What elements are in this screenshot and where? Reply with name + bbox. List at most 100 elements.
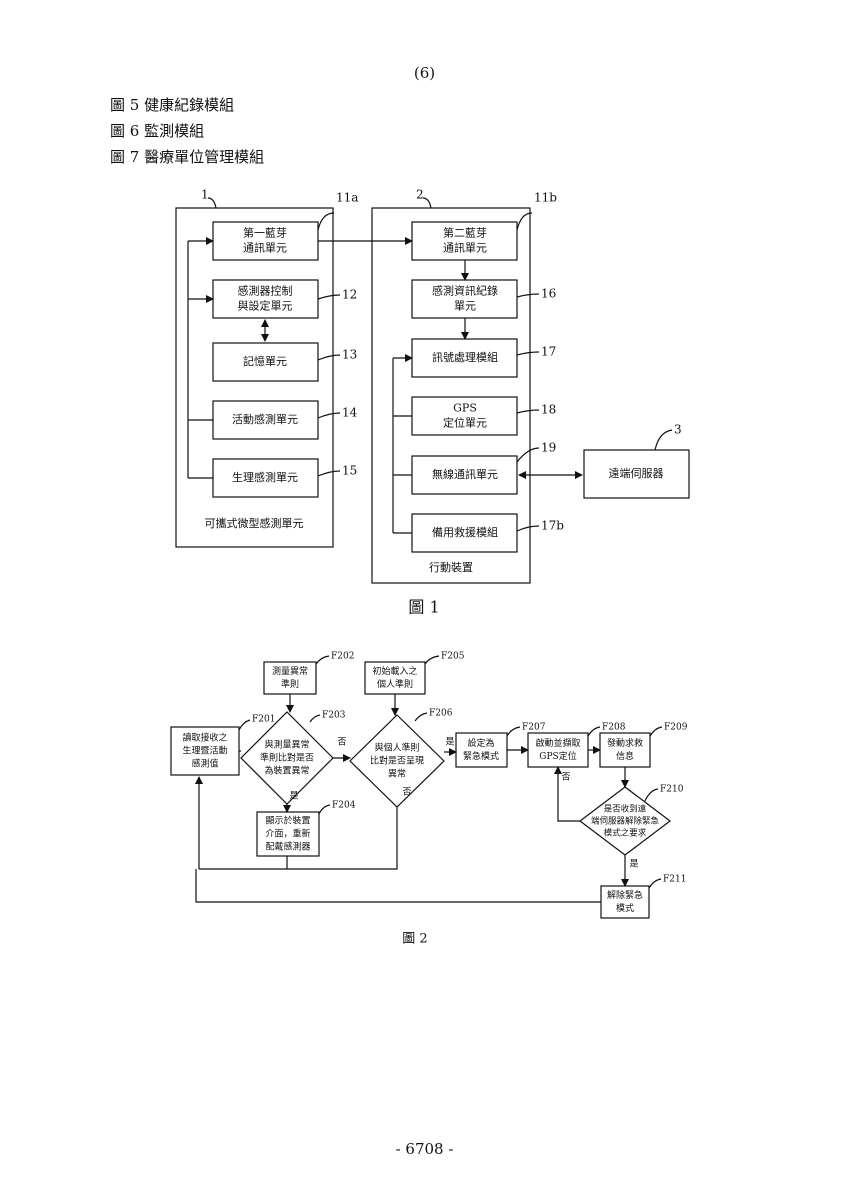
step-label-F207: 緊急模式	[463, 750, 499, 762]
unit-label-17b: 備用救援模組	[432, 525, 498, 539]
leader-15	[318, 471, 340, 476]
unit-label-12: 與設定單元	[238, 299, 293, 313]
step-label-F204: 配戴感測器	[265, 841, 310, 853]
ref-number-16: 16	[541, 287, 556, 301]
leader-16	[517, 294, 539, 297]
step-label-F203: 準則比對是否	[260, 752, 314, 764]
leader-F205	[425, 656, 439, 664]
ref-number-F205: F205	[441, 652, 465, 662]
ref-number-15: 15	[342, 464, 357, 478]
ref-number-F204: F204	[332, 801, 356, 811]
step-label-F208: 啟動並擷取	[535, 737, 580, 749]
step-label-F203: 為裝置異常	[264, 765, 309, 777]
leader-19	[517, 448, 539, 462]
leader-F201	[239, 720, 250, 730]
leader-F210	[645, 789, 658, 801]
step-label-F203: 與測量異常	[264, 739, 309, 751]
step-label-F206: 比對是否呈現	[370, 755, 424, 767]
unit-label-11b: 通訊單元	[443, 241, 487, 255]
ref-number-17: 17	[541, 345, 556, 359]
ref-number-F208: F208	[602, 723, 626, 733]
leader-3	[655, 430, 672, 450]
leader-12	[318, 295, 340, 299]
leader-1	[208, 198, 216, 208]
step-label-F205: 個人準則	[377, 678, 413, 690]
mobile-container-label: 行動裝置	[429, 560, 473, 574]
unit-label-19: 無線通訊單元	[432, 467, 498, 481]
step-label-F202: 測量異常	[272, 665, 308, 677]
ref-number-F207: F207	[522, 723, 546, 733]
leader-F204	[319, 805, 330, 814]
ref-number-12: 12	[342, 288, 357, 302]
step-label-F209: 信息	[616, 750, 634, 762]
unit-label-11b: 第二藍芽	[443, 226, 487, 240]
ref-number-F209: F209	[664, 723, 688, 733]
device-container	[176, 208, 333, 547]
unit-label-12: 感測器控制	[238, 284, 293, 298]
leader-F206	[415, 713, 427, 721]
leader-F202	[316, 656, 329, 664]
step-label-F204: 顯示於裝置	[265, 815, 310, 827]
step-label-F208: GPS定位	[539, 750, 576, 762]
step-label-F202: 準則	[281, 678, 299, 690]
unit-label-11a: 通訊單元	[243, 241, 287, 255]
ref-number-2: 2	[416, 188, 424, 202]
ref-number-14: 14	[342, 406, 358, 420]
unit-label-16: 感測資訊紀錄	[432, 284, 498, 298]
unit-label-13: 記憶單元	[243, 354, 287, 368]
step-label-F207: 設定為	[467, 737, 494, 749]
leader-17	[517, 352, 539, 355]
step-label-F210: 模式之要求	[604, 828, 647, 839]
ref-number-3: 3	[674, 423, 682, 437]
unit-label-17: 訊號處理模組	[432, 350, 498, 364]
flow-label-yes-F206: 是	[445, 737, 454, 748]
step-label-F205: 初始載入之	[372, 665, 417, 677]
unit-label-16: 單元	[454, 300, 476, 313]
flow-label-no-F210: 否	[561, 772, 570, 783]
leader-F211	[649, 879, 661, 888]
leader-11a	[318, 213, 334, 230]
leader-13	[318, 355, 340, 360]
leader-F207	[507, 727, 520, 736]
ref-number-18: 18	[541, 403, 556, 417]
leader-17b	[517, 526, 539, 531]
ref-number-19: 19	[541, 441, 556, 455]
ref-number-F210: F210	[660, 785, 684, 795]
leader-F203	[310, 715, 320, 722]
flow-label-no-F203: 否	[337, 737, 346, 748]
ref-number-F201: F201	[252, 715, 275, 725]
step-label-F206: 異常	[388, 768, 406, 780]
unit-label-18: 定位單元	[443, 416, 487, 430]
ref-number-11a: 11a	[336, 191, 358, 205]
flow-label-yes-F210: 是	[629, 859, 638, 870]
leader-F208	[588, 727, 600, 736]
ref-number-17b: 17b	[541, 519, 564, 533]
step-label-F211: 解除緊急	[607, 889, 643, 901]
unit-label-15: 生理感測單元	[232, 470, 298, 484]
figure2-caption: 圖 2	[402, 932, 427, 947]
device-container-label: 可攜式微型感測單元	[205, 516, 304, 530]
step-label-F210: 是否收到遠	[604, 804, 647, 815]
leader-F209	[650, 727, 662, 736]
leader-18	[517, 410, 539, 413]
leader-2	[423, 198, 431, 208]
figure1-caption: 圖 1	[408, 598, 439, 617]
flow-label-yes-F203: 是	[289, 791, 298, 802]
ref-number-F203: F203	[322, 711, 346, 721]
step-label-F201: 讀取接收之	[182, 732, 227, 744]
ref-number-1: 1	[201, 188, 209, 202]
unit-label-11a: 第一藍芽	[243, 226, 287, 240]
unit-label-18: GPS	[453, 402, 477, 415]
server-label: 遠端伺服器	[609, 467, 664, 480]
diagram-text-layer: 第一藍芽通訊單元11a感測器控制與設定單元12記憶單元13活動感測單元14生理感…	[182, 188, 687, 947]
step-label-F201: 生理暨活動	[182, 745, 227, 757]
step-label-F211: 模式	[616, 902, 634, 914]
ref-number-11b: 11b	[534, 191, 557, 205]
leader-14	[318, 413, 340, 418]
step-label-F206: 與個人準則	[374, 742, 419, 754]
step-label-F204: 介面，重新	[265, 828, 310, 840]
step-label-F210: 端伺服器解除緊急	[591, 816, 660, 827]
ref-number-F211: F211	[663, 875, 686, 885]
ref-number-13: 13	[342, 348, 357, 362]
